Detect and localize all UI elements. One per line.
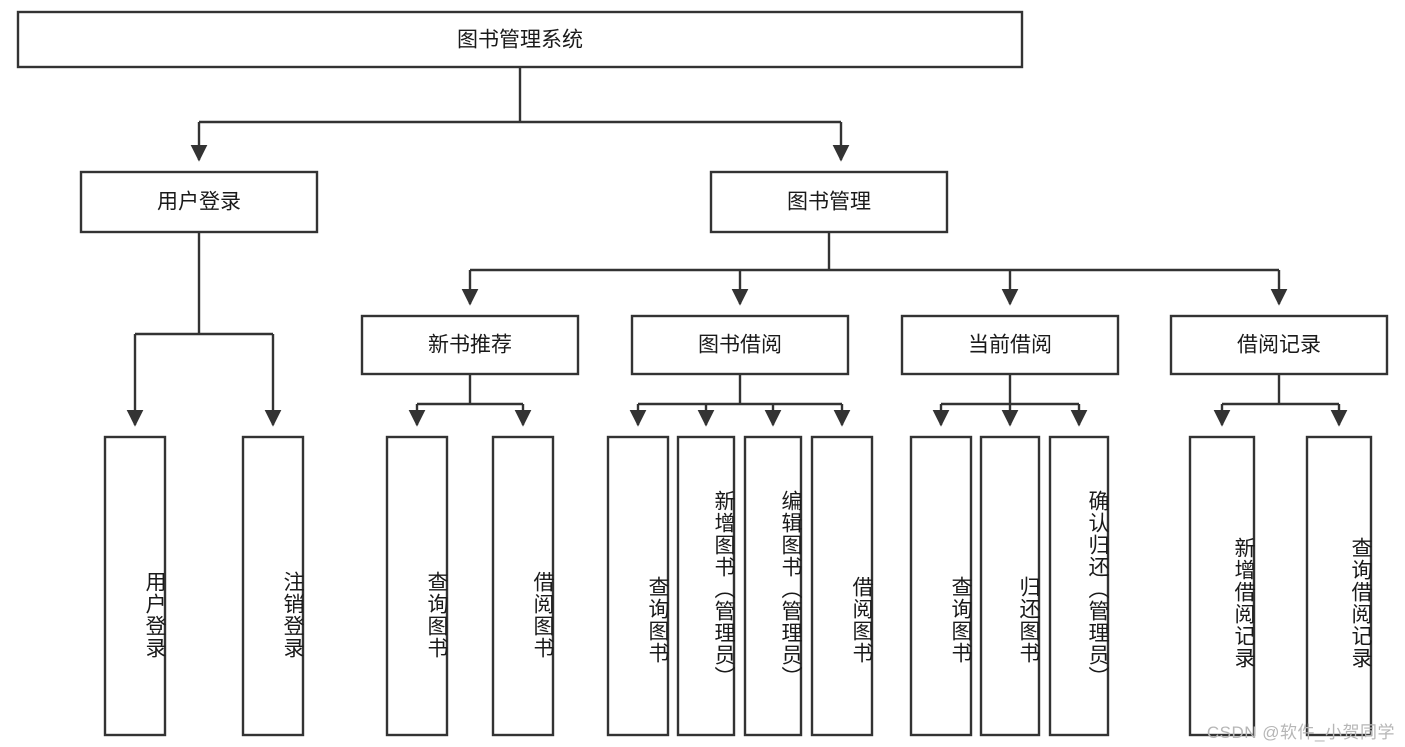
leaf-box-borrow-record-1[interactable] xyxy=(1188,435,1256,737)
node-root[interactable]: 图书管理系统 xyxy=(16,10,1024,69)
csdn-watermark: CSDN @软件_小贺同学 xyxy=(1206,723,1395,742)
leaf-box-user-login-1[interactable] xyxy=(103,435,167,737)
leaf-box-new-book-2[interactable] xyxy=(491,435,555,737)
node-book-management[interactable]: 图书管理 xyxy=(709,170,949,234)
leaf-box-book-borrow-2[interactable] xyxy=(676,435,736,737)
node-book-borrow-label: 图书借阅 xyxy=(698,334,782,357)
node-root-label: 图书管理系统 xyxy=(457,29,583,52)
node-user-login[interactable]: 用户登录 xyxy=(79,170,319,234)
edge-book-mgmt-children xyxy=(461,232,1288,306)
edge-current-borrow-children xyxy=(932,374,1088,427)
node-borrow-record-label: 借阅记录 xyxy=(1237,334,1321,357)
node-borrow-record[interactable]: 借阅记录 xyxy=(1169,314,1389,376)
node-book-borrow[interactable]: 图书借阅 xyxy=(630,314,850,376)
node-current-borrow-label: 当前借阅 xyxy=(968,334,1052,357)
edge-user-login-children xyxy=(126,232,282,427)
leaf-box-book-borrow-1[interactable] xyxy=(606,435,670,737)
node-new-book-recommend[interactable]: 新书推荐 xyxy=(360,314,580,376)
edge-new-book-children xyxy=(408,374,532,427)
edge-book-borrow-children xyxy=(629,374,851,427)
node-new-book-recommend-label: 新书推荐 xyxy=(428,334,512,357)
node-user-login-label: 用户登录 xyxy=(157,191,241,214)
leaf-box-current-borrow-2[interactable] xyxy=(979,435,1041,737)
node-current-borrow[interactable]: 当前借阅 xyxy=(900,314,1120,376)
leaf-box-book-borrow-3[interactable] xyxy=(743,435,803,737)
leaf-box-book-borrow-4[interactable] xyxy=(810,435,874,737)
edge-borrow-record-children xyxy=(1213,374,1348,427)
edge-root-stem xyxy=(190,67,850,162)
leaf-box-user-login-2[interactable] xyxy=(241,435,305,737)
leaf-box-borrow-record-2[interactable] xyxy=(1305,435,1373,737)
leaf-box-new-book-1[interactable] xyxy=(385,435,449,737)
leaf-box-current-borrow-3[interactable] xyxy=(1048,435,1110,737)
node-book-management-label: 图书管理 xyxy=(787,191,871,214)
leaf-box-current-borrow-1[interactable] xyxy=(909,435,973,737)
